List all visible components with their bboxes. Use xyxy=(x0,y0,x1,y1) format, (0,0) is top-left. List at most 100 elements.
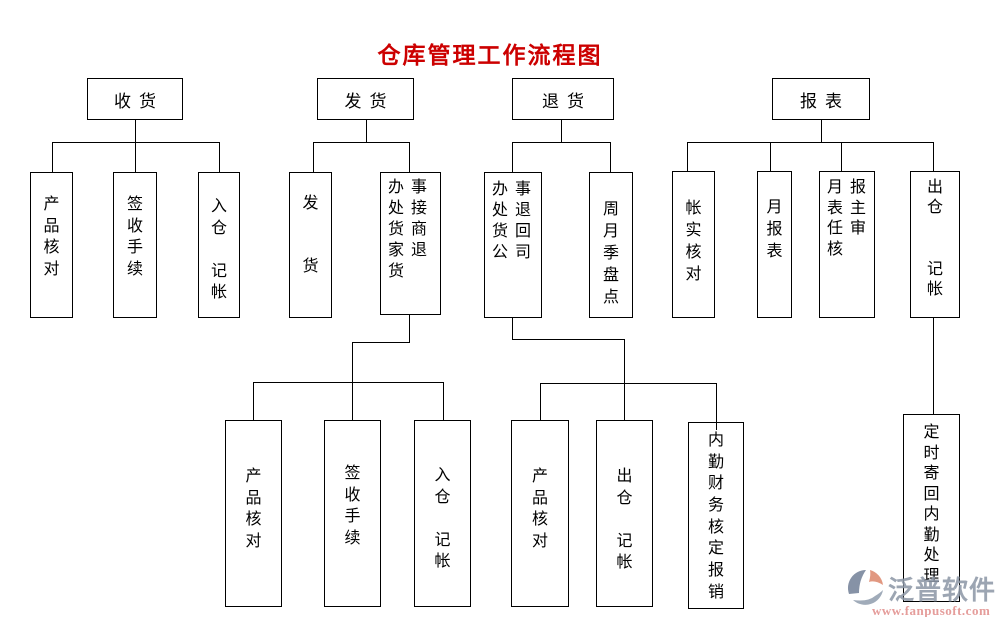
flow-node-ship2-product-check-line: 对 xyxy=(245,532,262,550)
connector-line xyxy=(841,142,842,171)
flow-node-rep-director-review-line: 任审 xyxy=(827,220,874,238)
flow-node-ret-office-return-company-line: 办事 xyxy=(492,181,539,198)
flow-node-rep2-mail-back-line: 定 xyxy=(923,424,940,441)
page-title: 仓库管理工作流程图 xyxy=(377,43,603,68)
connector-line xyxy=(443,382,444,420)
flow-node-ship-dispatch-line: 发 xyxy=(302,195,319,212)
flow-node-ship-office-merchant-returns-line: 货 xyxy=(388,263,412,280)
flow-node-ret-period-stocktake-line: 盘 xyxy=(602,267,619,284)
flow-node-rep-director-review-line: 核 xyxy=(827,241,851,259)
flow-node-rep-monthly-report-line: 月 xyxy=(766,199,783,216)
flow-node-ret2-outbound-book-line: 记 xyxy=(616,532,633,550)
flow-node-ship2-sign-procedure-line: 签 xyxy=(344,465,361,482)
flow-node-ship2-inbound-book-line: 记 xyxy=(434,531,451,549)
flow-node-rep-outbound-book: 出仓记帐 xyxy=(910,171,960,318)
flow-node-ship2-sign-procedure-line: 手 xyxy=(344,508,361,525)
flow-node-rep-outbound-book-line: 记 xyxy=(926,260,943,278)
flow-node-ret2-product-check-line: 对 xyxy=(531,532,548,550)
flow-node-ret2-finance-approve-line: 核 xyxy=(707,518,724,536)
flow-node-ship-office-merchant-returns: 办事处接货商家退货 xyxy=(380,172,441,315)
connector-line xyxy=(687,142,934,143)
flow-node-rep-account-check-line: 核 xyxy=(685,244,702,261)
connector-line xyxy=(313,142,314,172)
flow-node-recv-sign-procedure-line: 签 xyxy=(126,196,143,213)
connector-line xyxy=(770,142,771,171)
flow-node-rep-monthly-report: 月报表 xyxy=(757,171,792,318)
flow-node-ship2-product-check-line: 核 xyxy=(245,511,262,528)
flow-node-shipping: 发货 xyxy=(317,78,414,120)
flow-node-ship2-inbound-book: 入仓记帐 xyxy=(414,420,471,607)
flow-node-reports: 报表 xyxy=(772,78,870,120)
flow-node-recv-inbound-book-line: 仓 xyxy=(210,219,227,237)
flow-node-ship2-inbound-book-line: 帐 xyxy=(434,553,451,570)
connector-line xyxy=(687,142,688,171)
flow-node-recv-product-check-line: 对 xyxy=(43,260,60,278)
flow-node-ret2-product-check-line: 产 xyxy=(531,468,548,485)
flow-node-rep-director-review: 月报表主任审核 xyxy=(819,171,875,318)
connector-line xyxy=(540,383,541,420)
flow-node-rep2-mail-back-line: 寄 xyxy=(923,465,940,482)
flow-node-rep-director-review-line: 月报 xyxy=(827,179,874,196)
connector-line xyxy=(512,339,625,340)
flow-node-recv-product-check: 产品核对 xyxy=(30,172,73,318)
flow-node-ship2-sign-procedure-line: 续 xyxy=(344,529,361,547)
flow-node-ret-period-stocktake-line: 周 xyxy=(602,201,619,218)
flow-node-recv-inbound-book-line xyxy=(199,239,239,261)
connector-line xyxy=(219,142,220,172)
connector-line xyxy=(253,382,444,383)
flow-node-rep-outbound-book-line: 出 xyxy=(926,179,943,196)
flow-node-ship-office-merchant-returns-line: 处接 xyxy=(388,200,435,217)
flow-node-ret2-finance-approve-line: 销 xyxy=(707,583,724,601)
flow-node-rep-outbound-book-line xyxy=(911,239,959,259)
flow-node-recv-sign-procedure-line: 手 xyxy=(126,239,143,256)
watermark: 泛普软件 www.fanpusoft.com xyxy=(846,568,996,617)
flow-node-ship2-product-check: 产品核对 xyxy=(225,420,282,607)
flow-node-rep2-mail-back-line: 内 xyxy=(923,506,940,523)
watermark-url: www.fanpusoft.com xyxy=(872,603,991,617)
flow-node-ship-dispatch-line xyxy=(290,235,331,256)
connector-line xyxy=(352,342,410,343)
flow-node-rep-monthly-report-line: 报 xyxy=(766,221,783,238)
flow-node-recv-inbound-book-line: 入 xyxy=(210,198,227,215)
flow-node-recv-product-check-line: 核 xyxy=(43,239,60,256)
flow-node-ret2-outbound-book: 出仓记帐 xyxy=(596,420,653,607)
connector-line xyxy=(821,120,822,142)
flow-node-ret2-finance-approve-line: 定 xyxy=(707,540,724,558)
flow-node-ship2-sign-procedure-line: 收 xyxy=(344,486,361,504)
flow-node-ret2-finance-approve-line: 财 xyxy=(707,475,724,493)
flow-node-ship-office-merchant-returns-line: 货商 xyxy=(388,221,435,238)
flow-node-ship-dispatch-line xyxy=(290,214,331,235)
connector-line xyxy=(540,383,717,384)
flow-node-rep2-mail-back-line: 理 xyxy=(923,567,940,585)
flow-node-ship-dispatch-line: 货 xyxy=(302,258,319,275)
connector-line xyxy=(624,339,625,383)
flow-node-ret2-finance-approve-line: 内 xyxy=(707,432,724,449)
connector-line xyxy=(512,142,611,143)
flow-node-ret-office-return-company-line: 处退 xyxy=(492,202,539,219)
flow-node-rep-monthly-report-line: 表 xyxy=(766,243,783,260)
flow-node-rep2-mail-back-line: 勤 xyxy=(923,526,940,544)
connector-line xyxy=(366,120,367,142)
flow-node-ret-office-return-company-line: 公司 xyxy=(492,244,539,261)
flow-node-ship2-inbound-book-line xyxy=(415,508,470,530)
connector-line xyxy=(624,383,625,420)
flow-node-recv-sign-procedure-line: 收 xyxy=(126,217,143,235)
flow-node-recv-sign-procedure: 签收手续 xyxy=(113,172,157,318)
flow-node-ret-office-return-company-line: 货回 xyxy=(492,223,539,240)
flow-node-rep2-mail-back: 定时寄回内勤处理 xyxy=(903,414,960,602)
flow-node-ret2-finance-approve-line: 报 xyxy=(707,562,724,580)
flow-node-ship-office-merchant-returns-line: 家退 xyxy=(388,242,435,259)
connector-line xyxy=(253,382,254,420)
flow-node-ret-office-return-company: 办事处退货回公司 xyxy=(484,172,542,318)
watermark-row: 泛普软件 xyxy=(846,568,996,608)
flow-node-ship-office-merchant-returns-line: 办事 xyxy=(388,179,435,196)
flow-node-recv-product-check-line: 产 xyxy=(43,196,60,213)
flow-node-receiving: 收货 xyxy=(87,78,183,120)
flow-node-ret2-product-check-line: 核 xyxy=(531,511,548,528)
connector-line xyxy=(561,120,562,142)
connector-line xyxy=(313,142,410,143)
flow-node-ret2-outbound-book-line: 出 xyxy=(616,468,633,485)
flow-node-ship2-inbound-book-line: 仓 xyxy=(434,488,451,506)
flow-node-rep2-mail-back-line: 回 xyxy=(923,485,940,503)
